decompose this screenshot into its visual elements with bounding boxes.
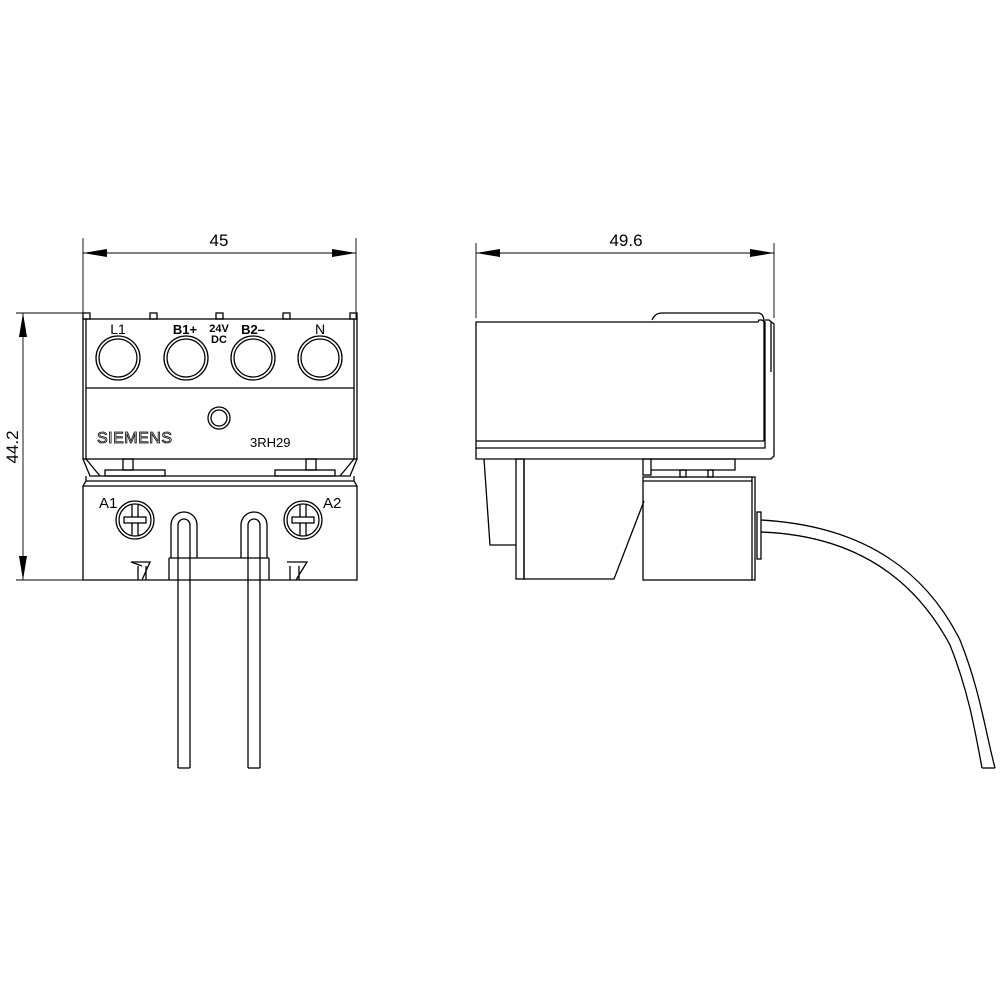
- dimension-label-45: 45: [210, 231, 229, 250]
- terminal-label-l1: L1: [110, 321, 126, 337]
- wire-leads: [177, 558, 260, 769]
- coil-terminal-label-a1: A1: [99, 495, 117, 512]
- terminal-n-screw-icon: [297, 335, 343, 381]
- supply-label-24v: 24V: [209, 323, 229, 335]
- dimension-width-side: 49.6: [475, 231, 775, 318]
- connector-block: [642, 476, 756, 581]
- brand-logo-siemens: SIEMENS: [97, 430, 173, 447]
- coil-screw-a2-icon: [283, 500, 323, 540]
- side-view: 49.6: [475, 231, 996, 769]
- dimension-label-49-6: 49.6: [609, 231, 642, 250]
- front-view: 45 44.2 L1 B1+ 24V DC B2– N: [3, 231, 358, 769]
- model-number: 3RH29: [250, 435, 290, 450]
- coil-screw-a1-icon: [115, 500, 155, 540]
- upper-module-body: [82, 318, 358, 460]
- terminal-label-b1: B1+: [173, 322, 198, 337]
- led-indicator-icon: [207, 406, 231, 430]
- terminal-b1-screw-icon: [163, 335, 209, 381]
- terminal-l1-screw-icon: [95, 335, 141, 381]
- supply-label-dc: DC: [211, 334, 227, 346]
- cable: [760, 519, 996, 769]
- dimension-height-front: 44.2: [3, 312, 83, 581]
- terminal-label-n: N: [315, 321, 325, 337]
- terminal-b2-screw-icon: [230, 335, 276, 381]
- terminal-label-b2: B2–: [241, 322, 265, 337]
- dimension-label-44-2: 44.2: [3, 430, 22, 463]
- dimension-width-front: 45: [82, 231, 357, 318]
- coil-terminal-label-a2: A2: [323, 495, 341, 512]
